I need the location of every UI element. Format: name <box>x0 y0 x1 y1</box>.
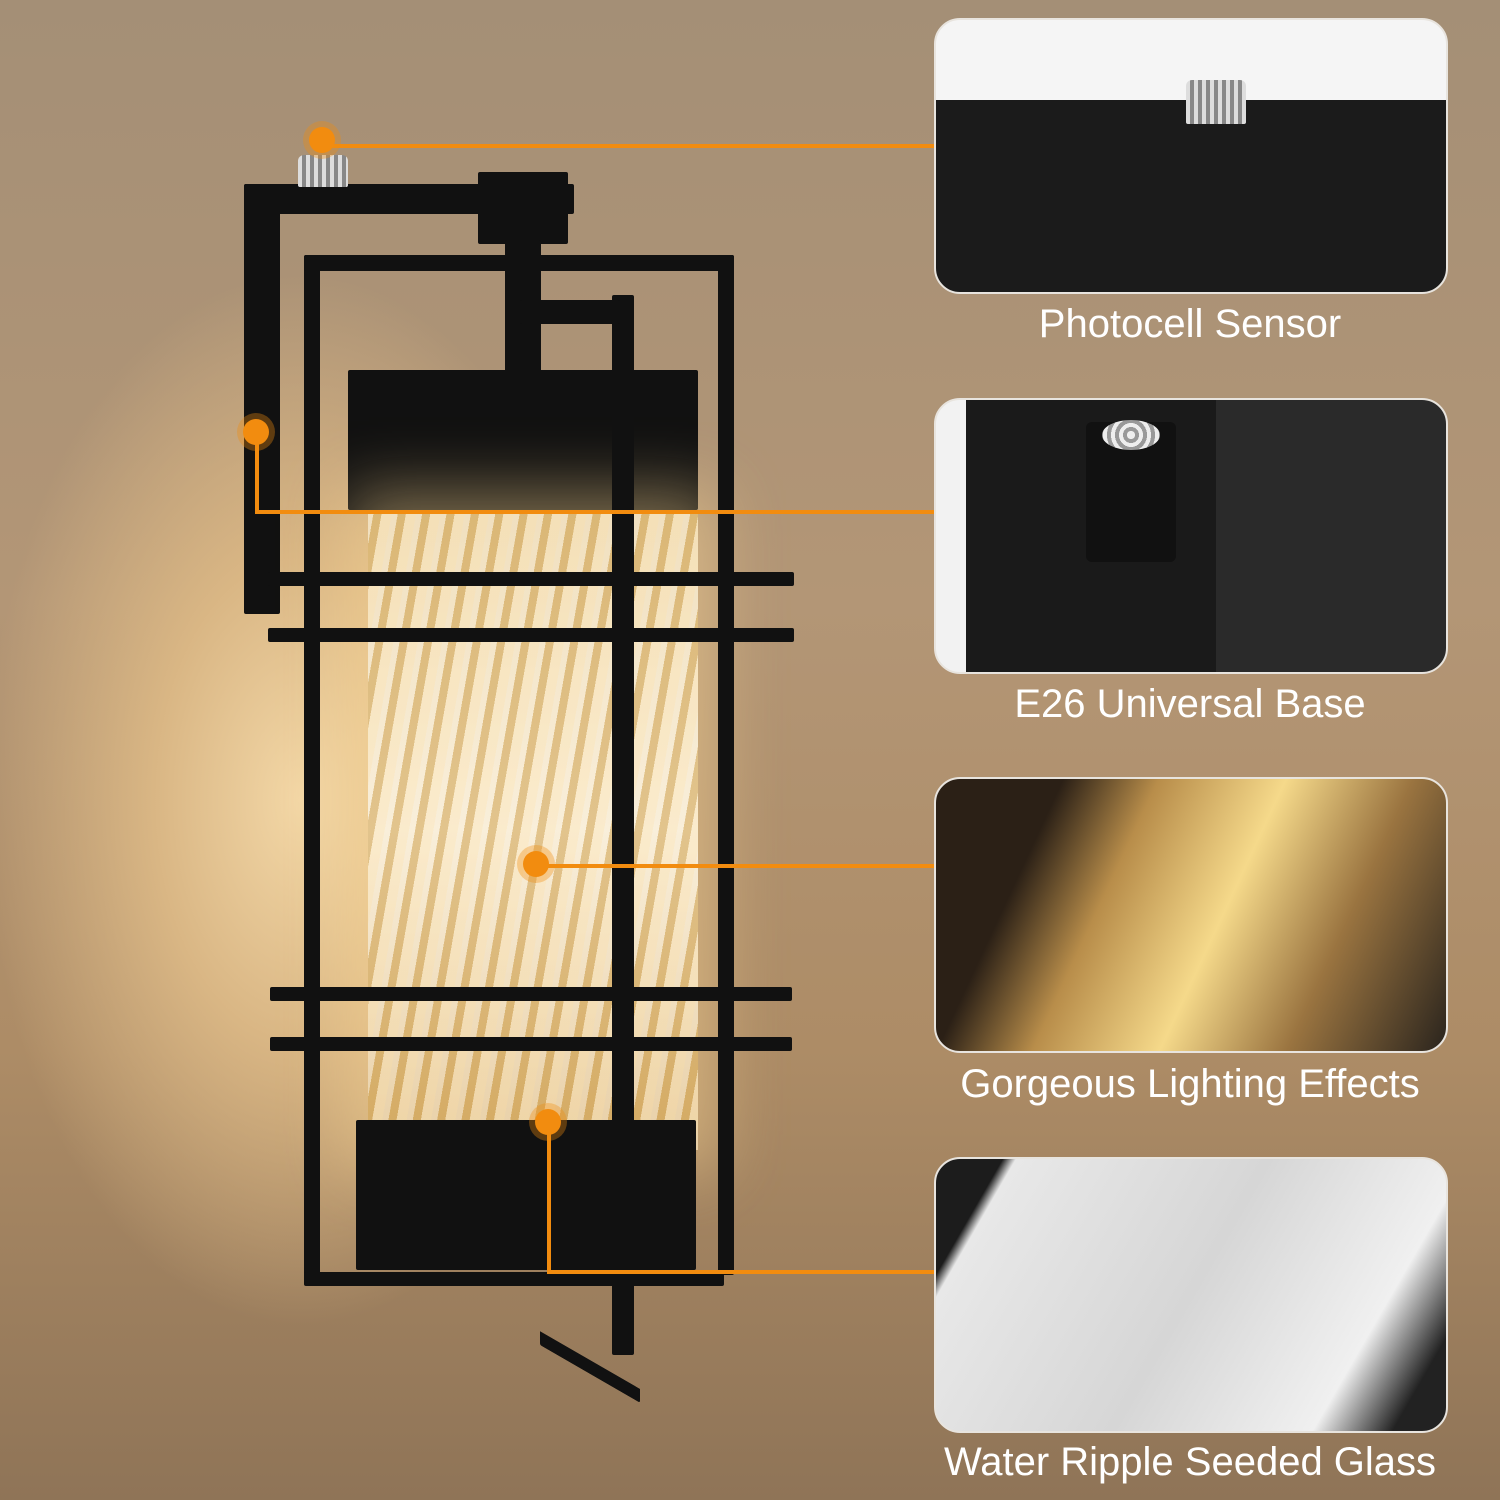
feature-label-e26: E26 Universal Base <box>1014 682 1366 726</box>
seeded-glass-photo <box>934 1157 1448 1433</box>
cage-post-left <box>304 255 320 1285</box>
callout-line-2b <box>255 510 934 514</box>
feature-label-photocell: Photocell Sensor <box>1038 302 1342 346</box>
bottom-cap <box>356 1120 696 1270</box>
callout-line-4b <box>547 1270 934 1274</box>
cage-top-rail <box>304 255 734 271</box>
cage-bottom-rail <box>304 1272 724 1286</box>
callout-line-3 <box>536 864 934 868</box>
callout-line-2a <box>255 432 259 512</box>
top-cap <box>348 370 698 510</box>
ring-1 <box>268 572 794 586</box>
photocell-sensor <box>298 155 348 187</box>
glowing-glass-photo <box>934 777 1448 1053</box>
e26-socket-photo <box>934 398 1448 674</box>
ring-4 <box>270 1037 792 1051</box>
cage-post-front <box>612 295 634 1355</box>
cage-arm <box>520 300 620 324</box>
callout-line-1 <box>322 144 934 148</box>
callout-line-4a <box>547 1122 551 1272</box>
backplate <box>244 184 280 614</box>
callout-dot-icon <box>535 1109 561 1135</box>
callout-dot-icon <box>523 851 549 877</box>
callout-dot-icon <box>243 419 269 445</box>
ring-3 <box>270 987 792 1001</box>
e26-socket-closeup <box>1086 420 1176 562</box>
photocell-sensor-closeup <box>1186 80 1246 124</box>
callout-dot-icon <box>309 127 335 153</box>
mount-block <box>478 172 568 244</box>
cage-post-right <box>718 255 734 1275</box>
water-ripple-glass-cylinder <box>368 510 698 1150</box>
feature-label-lighting: Gorgeous Lighting Effects <box>960 1062 1420 1106</box>
photocell-sensor-photo <box>934 18 1448 294</box>
ring-2 <box>268 628 794 642</box>
feature-label-glass: Water Ripple Seeded Glass <box>943 1440 1437 1484</box>
